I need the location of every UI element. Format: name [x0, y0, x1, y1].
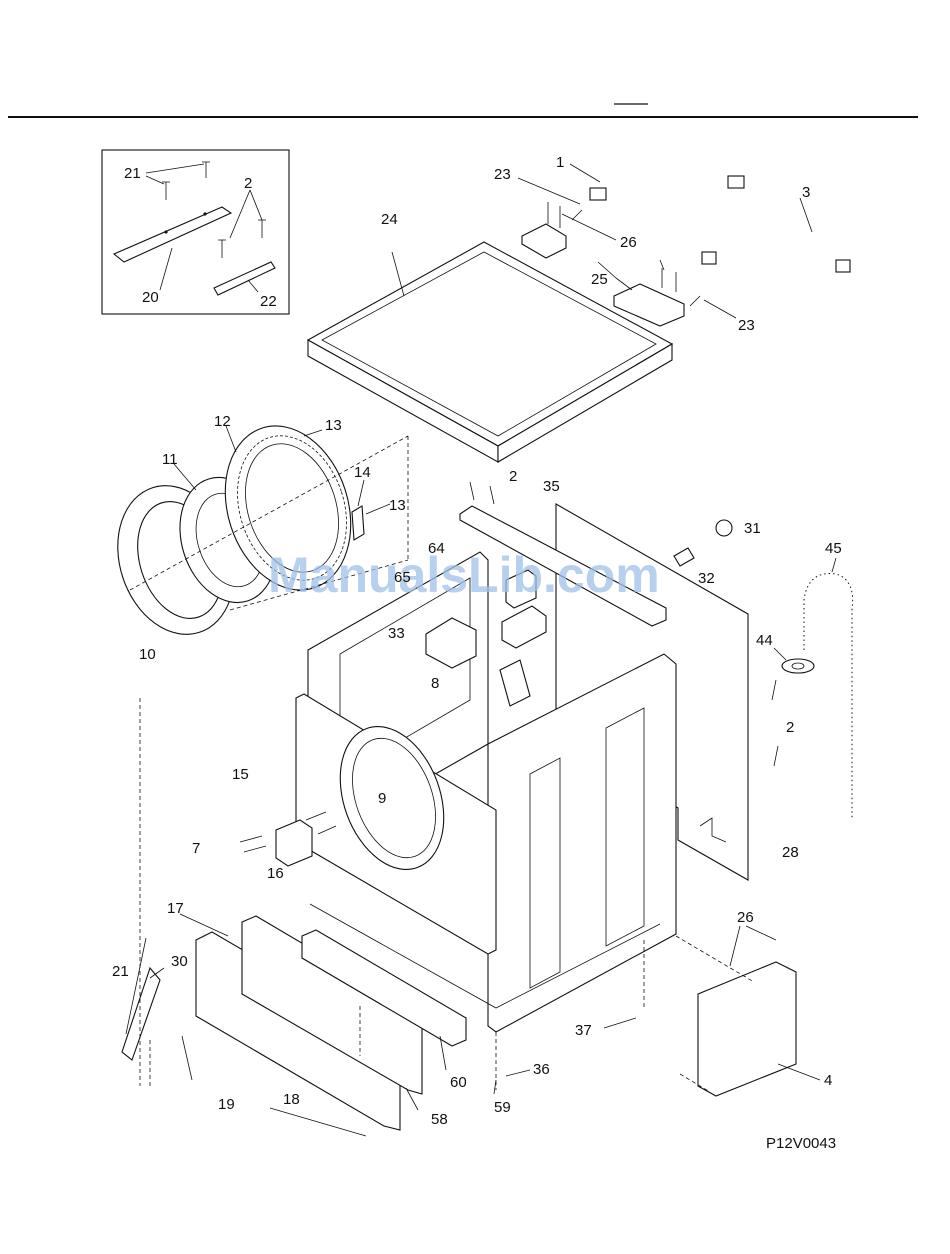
callout-60: 60 [450, 1074, 467, 1091]
callout-12: 12 [214, 413, 231, 430]
callout-16: 16 [267, 865, 284, 882]
callout-28: 28 [782, 844, 799, 861]
callout-59: 59 [494, 1099, 511, 1116]
callout-3: 3 [802, 184, 810, 201]
callout-26: 26 [737, 909, 754, 926]
callout-4: 4 [824, 1072, 832, 1089]
callout-23: 23 [494, 166, 511, 183]
callout-37: 37 [575, 1022, 592, 1039]
callout-58: 58 [431, 1111, 448, 1128]
callout-45: 45 [825, 540, 842, 557]
inlet-hose-1 [570, 158, 744, 227]
callout-2: 2 [509, 468, 517, 485]
callout-14: 14 [354, 464, 371, 481]
callout-19: 19 [218, 1096, 235, 1113]
callout-25: 25 [591, 271, 608, 288]
callout-22: 22 [260, 293, 277, 310]
callout-31: 31 [744, 520, 761, 537]
figure-code: P12V0043 [766, 1135, 836, 1152]
callout-32: 32 [698, 570, 715, 587]
callout-65: 65 [394, 569, 411, 586]
callout-30: 30 [171, 953, 188, 970]
callout-21: 21 [124, 165, 141, 182]
callout-64: 64 [428, 540, 445, 557]
callout-23: 23 [738, 317, 755, 334]
drain-hose [774, 558, 853, 820]
callout-21: 21 [112, 963, 129, 980]
callout-7: 7 [192, 840, 200, 857]
callout-24: 24 [381, 211, 398, 228]
callout-9: 9 [378, 790, 386, 807]
callout-1: 1 [556, 154, 564, 171]
callout-36: 36 [533, 1061, 550, 1078]
callout-18: 18 [283, 1091, 300, 1108]
callout-2: 2 [786, 719, 794, 736]
callout-17: 17 [167, 900, 184, 917]
callout-11: 11 [162, 451, 178, 468]
header-rule [8, 104, 918, 117]
top-panel [308, 242, 672, 462]
watermark: ManualsLib.com [268, 547, 660, 603]
callout-15: 15 [232, 766, 249, 783]
callout-44: 44 [756, 632, 773, 649]
callout-10: 10 [139, 646, 156, 663]
callout-2: 2 [244, 175, 252, 192]
callout-33: 33 [388, 625, 405, 642]
callout-26: 26 [620, 234, 637, 251]
callout-13: 13 [389, 497, 406, 514]
callout-8: 8 [431, 675, 439, 692]
callout-20: 20 [142, 289, 159, 306]
callout-13: 13 [325, 417, 342, 434]
door-assembly [99, 410, 408, 650]
callout-35: 35 [543, 478, 560, 495]
inlet-hose-3 [702, 198, 850, 290]
